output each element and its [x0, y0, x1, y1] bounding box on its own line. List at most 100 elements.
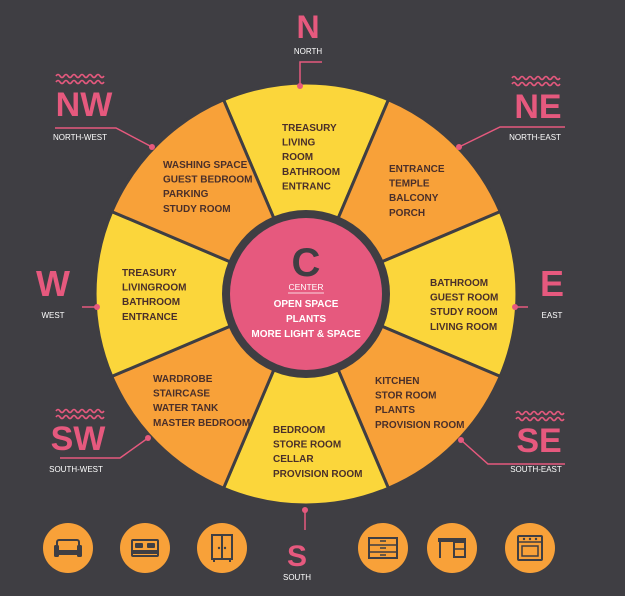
connector-north-west — [55, 127, 153, 148]
connector-dot — [297, 83, 303, 89]
direction-name: NORTH-EAST — [509, 133, 561, 142]
wave-mark — [55, 408, 105, 414]
sector-item: LIVINGROOM — [122, 283, 186, 294]
sector-item: BATHROOM — [122, 297, 180, 308]
center-label: CENTER — [289, 282, 324, 292]
sector-item: GUEST ROOM — [430, 293, 498, 304]
direction-name: EAST — [542, 311, 563, 320]
sector-item: STORE ROOM — [273, 440, 341, 451]
dresser-icon — [358, 523, 408, 573]
sector-item: GUEST BEDROOM — [163, 175, 252, 186]
sector-item: ROOM — [282, 152, 313, 163]
sector-item: BALCONY — [389, 193, 439, 204]
icon-badge — [505, 523, 555, 573]
sector-item: STOR ROOM — [375, 391, 436, 402]
connector-dot — [149, 144, 155, 150]
icon-badge — [427, 523, 477, 573]
direction-letter: NW — [56, 86, 114, 124]
sector-item: PLANTS — [375, 405, 415, 416]
direction-letter: E — [540, 263, 564, 304]
connector-dot — [94, 304, 100, 310]
direction-letter: SW — [51, 420, 107, 458]
center-item: MORE LIGHT & SPACE — [251, 329, 361, 340]
sector-item: STUDY ROOM — [430, 307, 498, 318]
sector-item: BEDROOM — [273, 425, 325, 436]
direction-north: N NORTH — [294, 9, 323, 56]
wave-mark — [511, 75, 561, 81]
direction-name: WEST — [41, 311, 64, 320]
connector-dot — [458, 437, 464, 443]
wave-mark — [515, 416, 565, 422]
direction-name: SOUTH — [283, 573, 311, 582]
wave-mark — [511, 81, 561, 87]
sector-item: LIVING — [282, 138, 316, 149]
sector-item: PORCH — [389, 208, 425, 219]
sector-item: TEMPLE — [389, 179, 430, 190]
bed-icon — [120, 523, 170, 573]
sector-item: TREASURY — [122, 268, 177, 279]
connector-south-west — [60, 437, 149, 459]
direction-name: NORTH — [294, 47, 323, 56]
sector-south-text: BEDROOM STORE ROOM CELLAR PROVISION ROOM — [273, 425, 362, 480]
sector-item: KITCHEN — [375, 376, 419, 387]
direction-south-east: SE SOUTH-EAST — [510, 410, 565, 474]
direction-letter: W — [36, 263, 70, 304]
center-zone: C CENTER OPEN SPACE PLANTS MORE LIGHT & … — [222, 210, 390, 378]
connector-north — [299, 61, 322, 86]
sector-item: PARKING — [163, 189, 209, 200]
direction-letter: SE — [516, 422, 561, 460]
armchair-icon — [43, 523, 93, 573]
center-letter: C — [292, 241, 321, 285]
direction-letter: N — [296, 9, 319, 45]
sector-item: CELLAR — [273, 454, 314, 465]
sector-west-text: TREASURY LIVINGROOM BATHROOM ENTRANCE — [122, 268, 186, 323]
direction-south-west: SW SOUTH-WEST — [49, 408, 107, 474]
connector-north-east — [458, 126, 565, 148]
direction-name: SOUTH-EAST — [510, 465, 562, 474]
sector-east-text: BATHROOM GUEST ROOM STUDY ROOM LIVING ROOM — [430, 278, 498, 333]
direction-letter: NE — [514, 88, 561, 126]
sector-south — [221, 290, 391, 507]
connector-dot — [145, 435, 151, 441]
sector-item: PROVISION ROOM — [273, 469, 362, 480]
sector-north — [221, 81, 391, 298]
sector-north-east-text: ENTRANCE TEMPLE BALCONY PORCH — [389, 164, 445, 219]
direction-labels: NNORTHNENORTH-EASTEEASTSESOUTH-EASTSSOUT… — [36, 9, 565, 582]
connector-dot — [512, 304, 518, 310]
sector-item: ENTRANCE — [122, 312, 178, 323]
sector-item: WATER TANK — [153, 403, 219, 414]
sector-item: BATHROOM — [282, 167, 340, 178]
direction-letter: S — [287, 540, 307, 573]
sector-item: WASHING SPACE — [163, 160, 248, 171]
sector-south-east-text: KITCHEN STOR ROOM PLANTS PROVISION ROOM — [375, 376, 464, 431]
furniture-icons — [43, 523, 555, 573]
direction-north-west: NW NORTH-WEST — [53, 73, 114, 142]
direction-west: W WEST — [36, 263, 70, 320]
sector-item: PROVISION ROOM — [375, 420, 464, 431]
connector-dot — [302, 507, 308, 513]
sector-item: TREASURY — [282, 123, 337, 134]
sector-item: LIVING ROOM — [430, 322, 497, 333]
sector-item: BATHROOM — [430, 278, 488, 289]
connector-south-east — [460, 439, 565, 465]
sector-item: WARDROBE — [153, 374, 213, 385]
wave-mark — [55, 73, 105, 79]
icon-badge — [120, 523, 170, 573]
direction-name: NORTH-WEST — [53, 133, 107, 142]
center-item: PLANTS — [286, 314, 326, 325]
direction-name: SOUTH-WEST — [49, 465, 103, 474]
sector-west — [93, 209, 310, 379]
direction-east: E EAST — [540, 263, 564, 320]
wave-mark — [55, 414, 105, 420]
sector-east — [302, 209, 519, 379]
sector-item: ENTRANCE — [389, 164, 445, 175]
sector-item: STAIRCASE — [153, 389, 210, 400]
icon-badge — [43, 523, 93, 573]
direction-connectors — [55, 61, 565, 530]
connector-dot — [456, 144, 462, 150]
